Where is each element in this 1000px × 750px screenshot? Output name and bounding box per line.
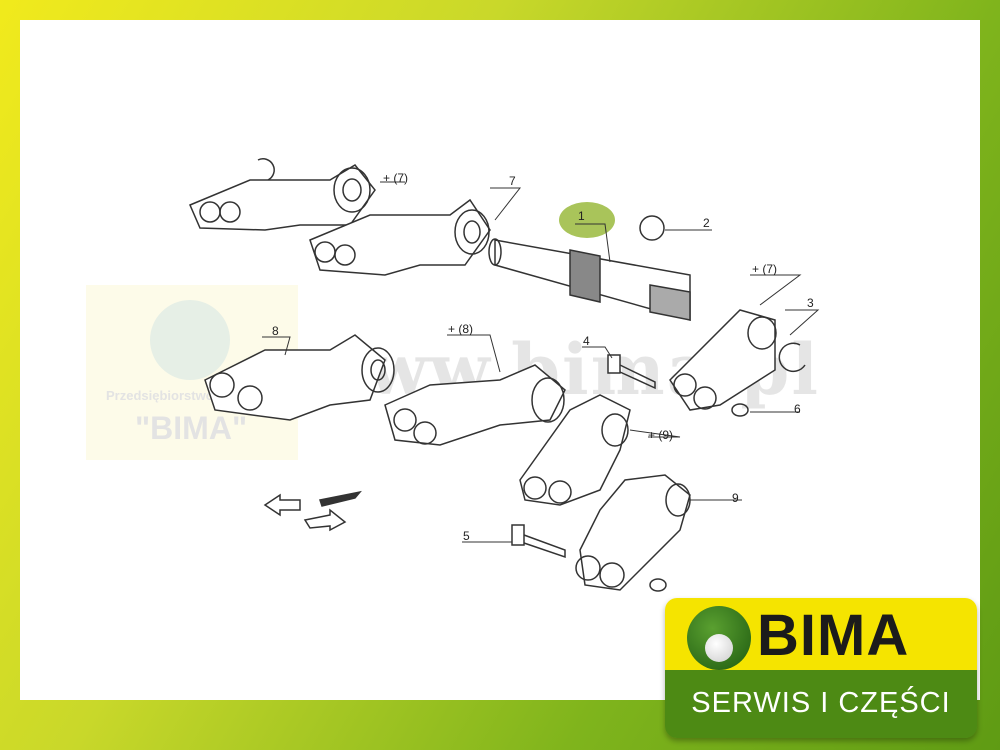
pin-small (649, 578, 667, 592)
label-6: 6 (794, 402, 801, 416)
label-9: 9 (732, 491, 739, 505)
direction-arrows-icon (263, 490, 362, 532)
label-4: 4 (583, 334, 590, 348)
leader-lines (262, 181, 820, 543)
label-1: 1 (578, 209, 585, 223)
label-ref-8: + (8) (448, 322, 474, 336)
label-2: 2 (703, 216, 710, 230)
highlight-part-1 (559, 202, 615, 238)
circlip-2 (639, 215, 665, 241)
label-5: 5 (463, 529, 470, 543)
label-ref-7-b: + (7) (752, 262, 778, 276)
logo-ball-highlight-icon (705, 634, 733, 662)
lever-arm-7b (309, 198, 491, 276)
watermark-company-name: "BIMA" (135, 410, 248, 446)
bima-logo: BIMA SERWIS I CZĘŚCI (665, 598, 977, 738)
watermark-logo-icon (150, 300, 230, 380)
pin-6 (731, 403, 749, 417)
lever-arm-8b (384, 364, 566, 446)
label-ref-7-a: + (7) (383, 171, 409, 185)
watermark-company-prefix: Przedsiębiorstwo (106, 388, 214, 403)
circlip-3 (778, 342, 806, 372)
lever-arm-8 (204, 334, 395, 421)
pin-5 (511, 524, 566, 559)
label-8: 8 (272, 324, 279, 338)
lever-arm-9 (519, 394, 631, 506)
lever-arm-7a (189, 158, 376, 231)
label-7: 7 (509, 174, 516, 188)
label-ref-9: + (9) (648, 428, 674, 442)
bracket-9 (575, 474, 691, 591)
splined-shaft-1 (488, 238, 691, 321)
logo-brand: BIMA (757, 603, 910, 668)
lever-arm-right (669, 309, 777, 411)
label-3: 3 (807, 296, 814, 310)
logo-tagline: SERWIS I CZĘŚCI (665, 670, 977, 738)
pin-4 (607, 354, 656, 390)
